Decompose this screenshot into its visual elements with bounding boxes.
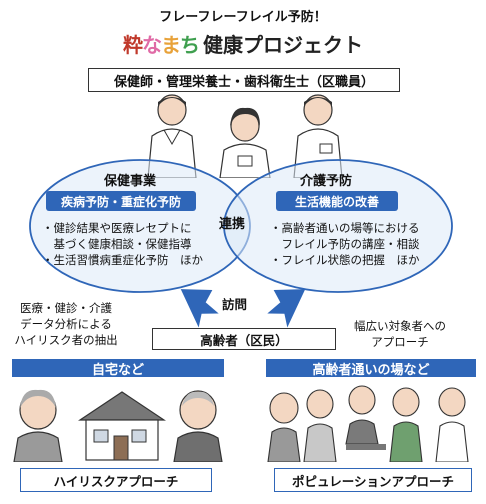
logo: 粋なまち xyxy=(123,29,200,58)
list-item: ・生活習慣病重症化予防 ほか xyxy=(42,253,203,267)
care-pill: 生活機能の改善 xyxy=(276,191,398,211)
health-items: ・健診結果や医療レセプトに 基づく健康相談・保健指導 ・生活習慣病重症化予防 ほ… xyxy=(42,220,232,268)
health-pill: 疾病予防・重症化予防 xyxy=(46,191,196,211)
logo-char: 粋 xyxy=(123,32,143,57)
staff-person-icon xyxy=(219,107,271,178)
project-title: 粋なまち 健康プロジェクト xyxy=(0,26,486,60)
elderly-label: 高齢者（区民） xyxy=(152,328,336,350)
visit-label: 訪問 xyxy=(222,297,248,312)
care-items: ・高齢者通いの場等における フレイル予防の講座・相談 ・フレイル状態の把握 ほか xyxy=(270,220,460,268)
logo-char: ま xyxy=(161,32,181,57)
right-banner: 高齢者通いの場など xyxy=(266,359,476,378)
note-line: データ分析による xyxy=(20,317,112,331)
high-risk-approach-box: ハイリスクアプローチ xyxy=(20,468,212,492)
group-people-icon xyxy=(267,385,469,462)
note-line: ハイリスク者の抽出 xyxy=(14,333,118,347)
care-heading: 介護予防 xyxy=(300,174,353,189)
home-scene-illustration xyxy=(13,389,223,462)
community-scene-illustration xyxy=(267,385,469,462)
link-label: 連携 xyxy=(219,217,246,232)
list-item: 基づく健康相談・保健指導 xyxy=(42,237,192,251)
arrow-down-right-icon xyxy=(267,289,306,328)
logo-char: な xyxy=(142,32,162,57)
left-banner: 自宅など xyxy=(12,359,224,378)
arrow-down-left-icon xyxy=(180,289,219,328)
list-item: ・健診結果や医療レセプトに xyxy=(42,221,192,235)
list-item: ・フレイル状態の把握 ほか xyxy=(270,253,420,267)
house-icon xyxy=(78,391,166,461)
note-line: 医療・健診・介護 xyxy=(20,301,112,315)
elderly-person-icon xyxy=(13,389,63,462)
health-heading: 保健事業 xyxy=(104,174,157,189)
note-line: 幅広い対象者への xyxy=(354,319,446,333)
subtitle: フレーフレーフレイル予防！ xyxy=(159,10,327,25)
logo-char: ち xyxy=(180,32,200,57)
list-item: フレイル予防の講座・相談 xyxy=(270,237,420,251)
staff-label: 保健師・管理栄養士・歯科衛生士（区職員） xyxy=(88,68,400,92)
list-item: ・高齢者通いの場等における xyxy=(270,221,420,235)
population-approach-box: ポピュレーションアプローチ xyxy=(274,468,472,492)
elderly-person-icon xyxy=(173,390,223,462)
right-note: 幅広い対象者への アプローチ xyxy=(340,318,460,350)
staff-person-icon xyxy=(147,94,197,178)
note-line: アプローチ xyxy=(371,335,429,349)
left-note: 医療・健診・介護 データ分析による ハイリスク者の抽出 xyxy=(6,300,126,348)
title-text: 健康プロジェクト xyxy=(203,32,363,57)
